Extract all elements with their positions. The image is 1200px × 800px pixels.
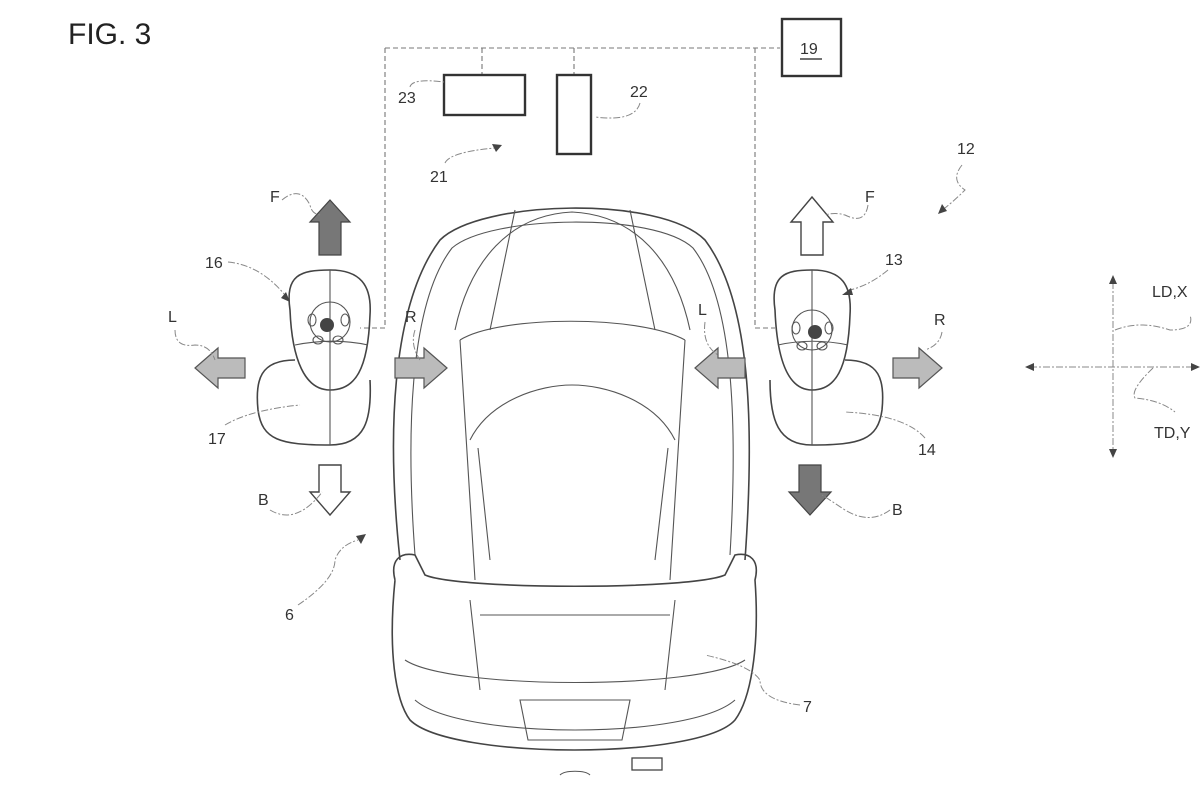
axis-cross (1025, 275, 1200, 458)
label-right-joystick-base: 14 (918, 442, 936, 459)
label-left-right: R (405, 309, 417, 326)
display-22 (555, 73, 593, 156)
figure-title: FIG. 3 (68, 18, 151, 51)
right-left-arrow (694, 346, 746, 390)
label-vehicle-6: 6 (285, 607, 294, 624)
vehicle-outline (391, 207, 758, 776)
right-joystick (769, 269, 884, 446)
label-right-left: L (698, 302, 707, 319)
label-interface-21: 21 (430, 169, 448, 186)
right-forward-arrow (789, 195, 835, 256)
label-right-back: B (892, 502, 903, 519)
label-right-joystick: 13 (885, 252, 903, 269)
label-controller: 19 (800, 41, 818, 58)
display-23 (442, 73, 527, 117)
label-left-joystick: 16 (205, 255, 223, 272)
controller-box (780, 17, 843, 78)
left-left-arrow (194, 346, 246, 390)
left-forward-arrow (308, 199, 352, 256)
label-longitudinal-axis: LD,X (1152, 284, 1188, 301)
label-display-23: 23 (398, 90, 416, 107)
label-left-forward: F (270, 189, 280, 206)
left-right-arrow (394, 346, 448, 390)
left-joystick (256, 269, 372, 446)
wiring-lines (360, 47, 780, 329)
label-left-back: B (258, 492, 269, 509)
label-seat-7: 7 (803, 699, 812, 716)
right-back-arrow (787, 464, 833, 516)
left-back-arrow (308, 464, 352, 517)
label-display-22: 22 (630, 84, 648, 101)
right-right-arrow (892, 346, 943, 390)
label-right-right: R (934, 312, 946, 329)
label-system-12: 12 (957, 141, 975, 158)
label-transverse-axis: TD,Y (1154, 425, 1191, 442)
label-right-forward: F (865, 189, 875, 206)
label-left-left: L (168, 309, 177, 326)
label-left-joystick-base: 17 (208, 431, 226, 448)
